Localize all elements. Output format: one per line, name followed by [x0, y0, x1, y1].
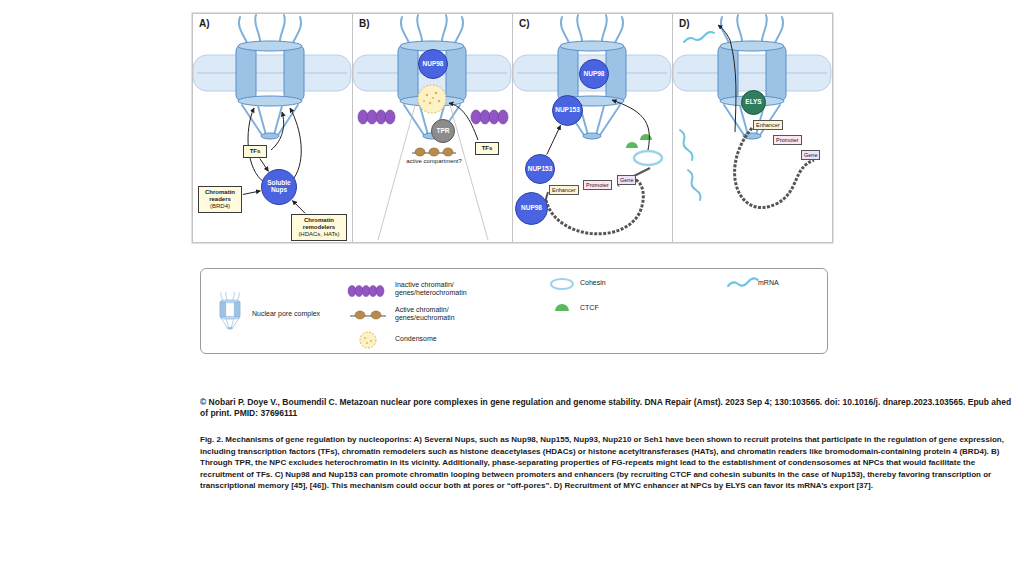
- dna-element-box: Gene: [801, 150, 820, 160]
- protein-circle: Soluble Nups: [261, 169, 297, 205]
- protein-circle: ELYS: [741, 90, 766, 115]
- protein-circle: NUP153: [525, 154, 555, 184]
- dna-element-box: Enhancer: [549, 185, 579, 195]
- legend-text: Nuclear pore complex: [252, 310, 342, 318]
- node-text: ELYS: [745, 99, 761, 106]
- dna-element-box: Enhancer: [753, 120, 783, 130]
- label-box: TFs: [475, 142, 499, 155]
- node-text: Enhancer: [756, 122, 780, 128]
- legend-text: Active chromatin/ genes/euchromatin: [395, 306, 505, 323]
- panel-frame: C)NUP98NUP153NUP153EnhancerPromoterGeneN…: [512, 13, 673, 243]
- dna-element-box: Promoter: [583, 180, 612, 190]
- node-text: NUP98: [521, 205, 542, 212]
- protein-circle: NUP98: [579, 59, 609, 89]
- node-text: Gene: [620, 177, 633, 183]
- arrow-connector: [292, 201, 305, 214]
- panel-letter: A): [199, 18, 210, 29]
- node-text: NUP153: [528, 166, 553, 173]
- panel-frame: B) NUP98TPR TFs: [352, 13, 513, 243]
- figure-caption: Fig. 2. Mechanisms of gene regulation by…: [200, 434, 1015, 492]
- legend-text: Inactive chromatin/ genes/heterochromati…: [395, 281, 505, 298]
- dna-element-box: Gene: [617, 175, 636, 185]
- label-box: Chromatin remodelers(HDACs, HATs): [291, 214, 347, 241]
- legend-text: mRNA: [758, 279, 818, 287]
- node-text: Promoter: [586, 182, 609, 188]
- panel-letter: B): [359, 18, 370, 29]
- panel-letter: D): [679, 18, 690, 29]
- node-text: (BRD4): [201, 203, 239, 210]
- legend-text: CTCF: [580, 304, 670, 312]
- label-box: Chromatin readers(BRD4): [198, 186, 242, 213]
- panel-letter: C): [519, 18, 530, 29]
- arrow-connector: [547, 125, 561, 154]
- node-text: Promoter: [776, 137, 799, 143]
- node-text: TFs: [478, 145, 496, 152]
- label-box: TFs: [243, 145, 267, 158]
- arrow-connector: [243, 191, 260, 195]
- node-text: Chromatin readers: [201, 189, 239, 203]
- protein-circle: NUP98: [515, 192, 548, 225]
- node-text: NUP98: [584, 71, 605, 78]
- region-label: active compartment?: [404, 158, 464, 166]
- node-text: NUP153: [555, 107, 580, 114]
- node-text: Chromatin remodelers: [294, 217, 344, 231]
- node-text: TPR: [437, 128, 450, 135]
- node-text: NUP98: [423, 61, 444, 68]
- node-text: (HDACs, HATs): [294, 231, 344, 238]
- citation-note: © Nobari P. Doye V., Boumendil C. Metazo…: [200, 397, 1015, 419]
- protein-circle: NUP153: [552, 95, 583, 126]
- node-text: Enhancer: [552, 187, 576, 193]
- arrow-connector: [260, 159, 269, 172]
- panel-frame: D) ELYS EnhancerPromoterGene: [672, 13, 833, 243]
- node-text: Gene: [804, 152, 817, 158]
- dna-element-box: Promoter: [773, 135, 802, 145]
- legend-text: Condensome: [395, 335, 505, 343]
- protein-circle: TPR: [431, 119, 455, 143]
- node-text: Soluble Nups: [264, 180, 294, 194]
- node-text: TFs: [246, 148, 264, 155]
- legend-text: Cohesin: [580, 279, 670, 287]
- panel-frame: A)TFsSoluble NupsChromatin readers(BRD4)…: [192, 13, 353, 243]
- protein-circle: NUP98: [418, 49, 448, 79]
